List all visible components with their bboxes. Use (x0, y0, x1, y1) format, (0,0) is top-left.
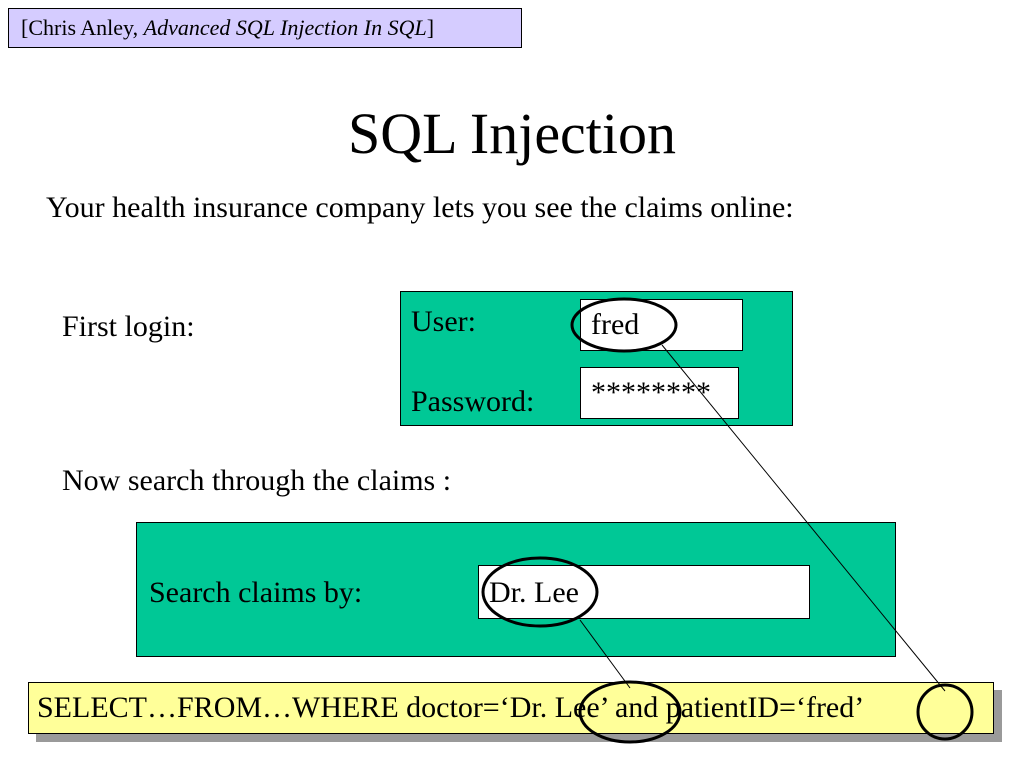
citation-close: ] (426, 15, 435, 40)
intro-text: Your health insurance company lets you s… (46, 191, 794, 224)
query-box: SELECT…FROM…WHERE doctor=‘Dr. Lee’ and p… (28, 682, 994, 734)
citation-title: Advanced SQL Injection In SQL (143, 15, 427, 40)
citation-box: [Chris Anley, Advanced SQL Injection In … (8, 8, 522, 48)
search-intro-text: Now search through the claims : (62, 464, 452, 497)
search-panel: Search claims by: Dr. Lee (136, 522, 896, 657)
user-field[interactable]: fred (580, 299, 743, 351)
search-field[interactable]: Dr. Lee (478, 565, 810, 619)
citation-open: [Chris Anley, (21, 15, 139, 40)
search-label: Search claims by: (149, 576, 363, 609)
first-login-label: First login: (62, 310, 195, 343)
user-label: User: (411, 305, 476, 338)
password-label: Password: (411, 385, 535, 418)
password-field[interactable]: ******** (580, 367, 739, 419)
slide-title: SQL Injection (347, 101, 677, 166)
login-panel: User: fred Password: ******** (400, 291, 793, 426)
